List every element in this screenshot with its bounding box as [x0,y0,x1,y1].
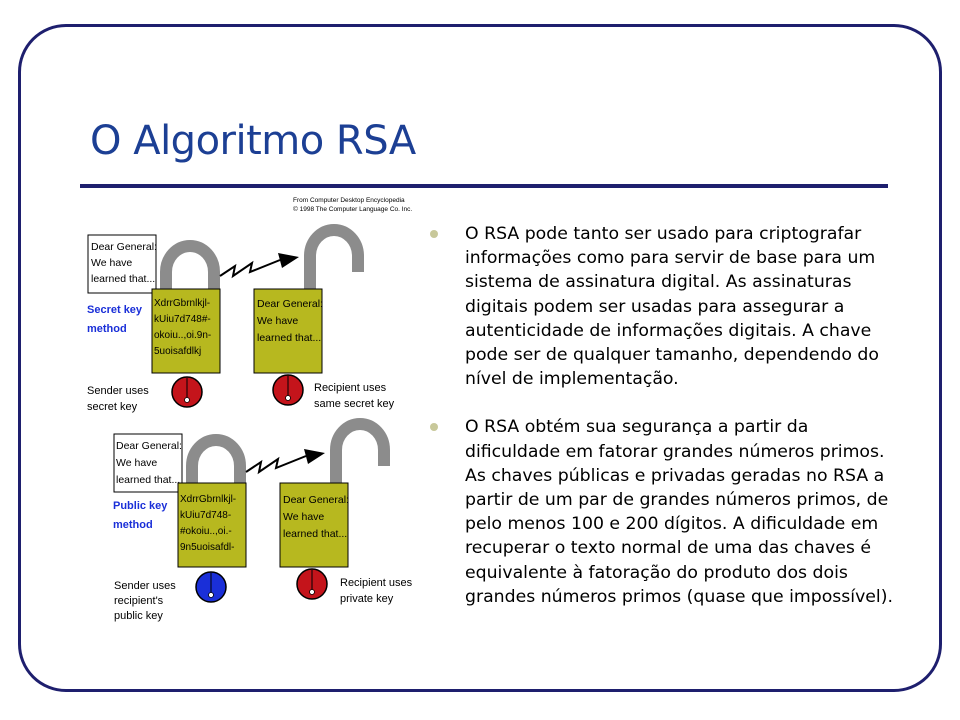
cipher-line: kUiu7d748- [180,510,231,521]
bullet-item: O RSA pode tanto ser usado para criptogr… [428,222,898,391]
public-plain-line: learned that... [116,474,180,486]
cipher-line: XdrrGbrnlkjl- [154,298,210,309]
secret-method-label: method [87,323,127,335]
figure-credit-line1: From Computer Desktop Encyclopedia [293,197,405,204]
public-plain-note [113,433,183,493]
recipient-caption: Recipient uses [340,577,413,589]
public-plain-line: We have [116,457,157,469]
cipher-line: #okoiu..,oi.- [180,526,232,537]
secret-plain-note [87,234,157,294]
bullet-dot-icon [430,230,438,238]
recipient-lock-shackle [304,224,364,290]
recipient-lock-body [253,288,323,374]
sender-lock-shackle [160,240,220,290]
bullet-list: O RSA pode tanto ser usado para criptogr… [428,222,898,633]
sender-caption: Sender uses [87,385,149,397]
title-underline [80,184,888,188]
cipher-line: 9n5uoisafdl- [180,542,234,553]
secret-plain-line: learned that... [91,273,155,285]
cipher-line: XdrrGbrnlkjl- [180,494,236,505]
encryption-illustration: From Computer Desktop Encyclopedia © 199… [80,192,420,632]
decrypted-line: Dear General: [257,298,323,310]
public-method-label: Public key [113,500,168,512]
bullet-item: O RSA obtém sua segurança a partir da di… [428,415,898,609]
recipient-caption: Recipient uses [314,382,387,394]
slide-frame [18,24,942,692]
bullet-text: O RSA pode tanto ser usado para criptogr… [465,224,879,390]
sender-lock-body [177,482,247,568]
recipient-caption: private key [340,593,394,605]
sender-caption: public key [114,610,163,622]
recipient-lock-body [279,482,349,568]
decrypted-line: learned that... [283,528,347,540]
cipher-line: kUiu7d748#- [154,314,211,325]
secret-plain-line: We have [91,257,132,269]
public-key-row: Dear General: We have learned that... Xd… [113,418,413,622]
sender-caption: recipient's [114,595,164,607]
slide-title: O Algoritmo RSA [90,118,416,164]
bullet-dot-icon [430,423,438,432]
arrow-head [304,449,325,464]
decrypted-line: We have [257,315,298,327]
cipher-line: 5uoisafdlkj [154,346,201,357]
decrypted-line: We have [283,511,324,523]
sender-lock-body [151,288,221,374]
figure-credit-line2: © 1998 The Computer Language Co. Inc. [293,205,412,213]
public-method-label: method [113,519,153,531]
bullet-text: O RSA obtém sua segurança a partir da di… [465,417,893,607]
recipient-lock-shackle [330,418,390,484]
secret-key-row: Dear General: We have learned that... Xd… [87,224,395,413]
arrow-head [278,253,299,268]
transmission-arrow [245,455,307,475]
transmission-arrow [219,259,281,279]
sender-caption: Sender uses [114,580,176,592]
secret-plain-line: Dear General: [91,241,157,253]
public-plain-line: Dear General: [116,440,182,452]
decrypted-line: learned that... [257,332,321,344]
sender-lock-shackle [186,434,246,484]
decrypted-line: Dear General: [283,494,349,506]
recipient-caption: same secret key [314,398,395,410]
secret-method-label: Secret key [87,304,143,316]
cipher-line: okoiu..,oi.9n- [154,330,211,341]
sender-caption: secret key [87,401,138,413]
